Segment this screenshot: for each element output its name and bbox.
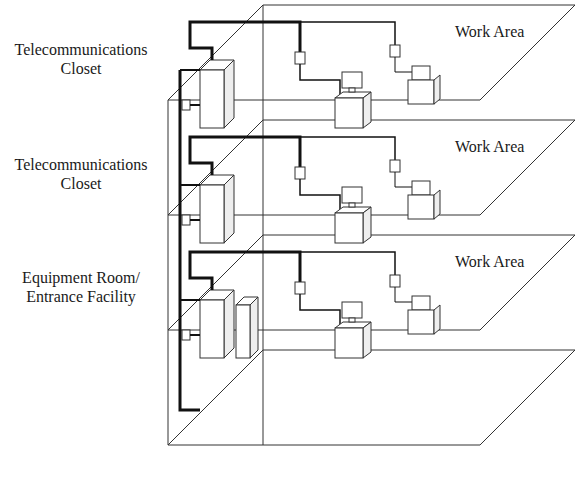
rack-side <box>250 297 258 358</box>
rack-front <box>236 305 250 358</box>
room-label: Telecommunications Closet <box>2 40 160 78</box>
room-label: Telecommunications Closet <box>2 155 160 193</box>
floor-equipment <box>182 22 440 128</box>
backbone-tie <box>180 299 200 301</box>
backbone-tie <box>180 184 200 186</box>
backbone-riser <box>180 70 200 410</box>
area-label: Work Area <box>455 252 550 271</box>
floor-plate <box>168 350 575 445</box>
backbone-tie <box>180 69 200 71</box>
partition-wall <box>263 5 264 445</box>
area-label: Work Area <box>455 137 550 156</box>
floor-equipment <box>182 137 440 243</box>
area-label: Work Area <box>455 22 550 41</box>
room-label: Equipment Room/ Entrance Facility <box>2 268 160 306</box>
wall-edge <box>168 100 169 445</box>
floor-equipment <box>182 252 440 358</box>
